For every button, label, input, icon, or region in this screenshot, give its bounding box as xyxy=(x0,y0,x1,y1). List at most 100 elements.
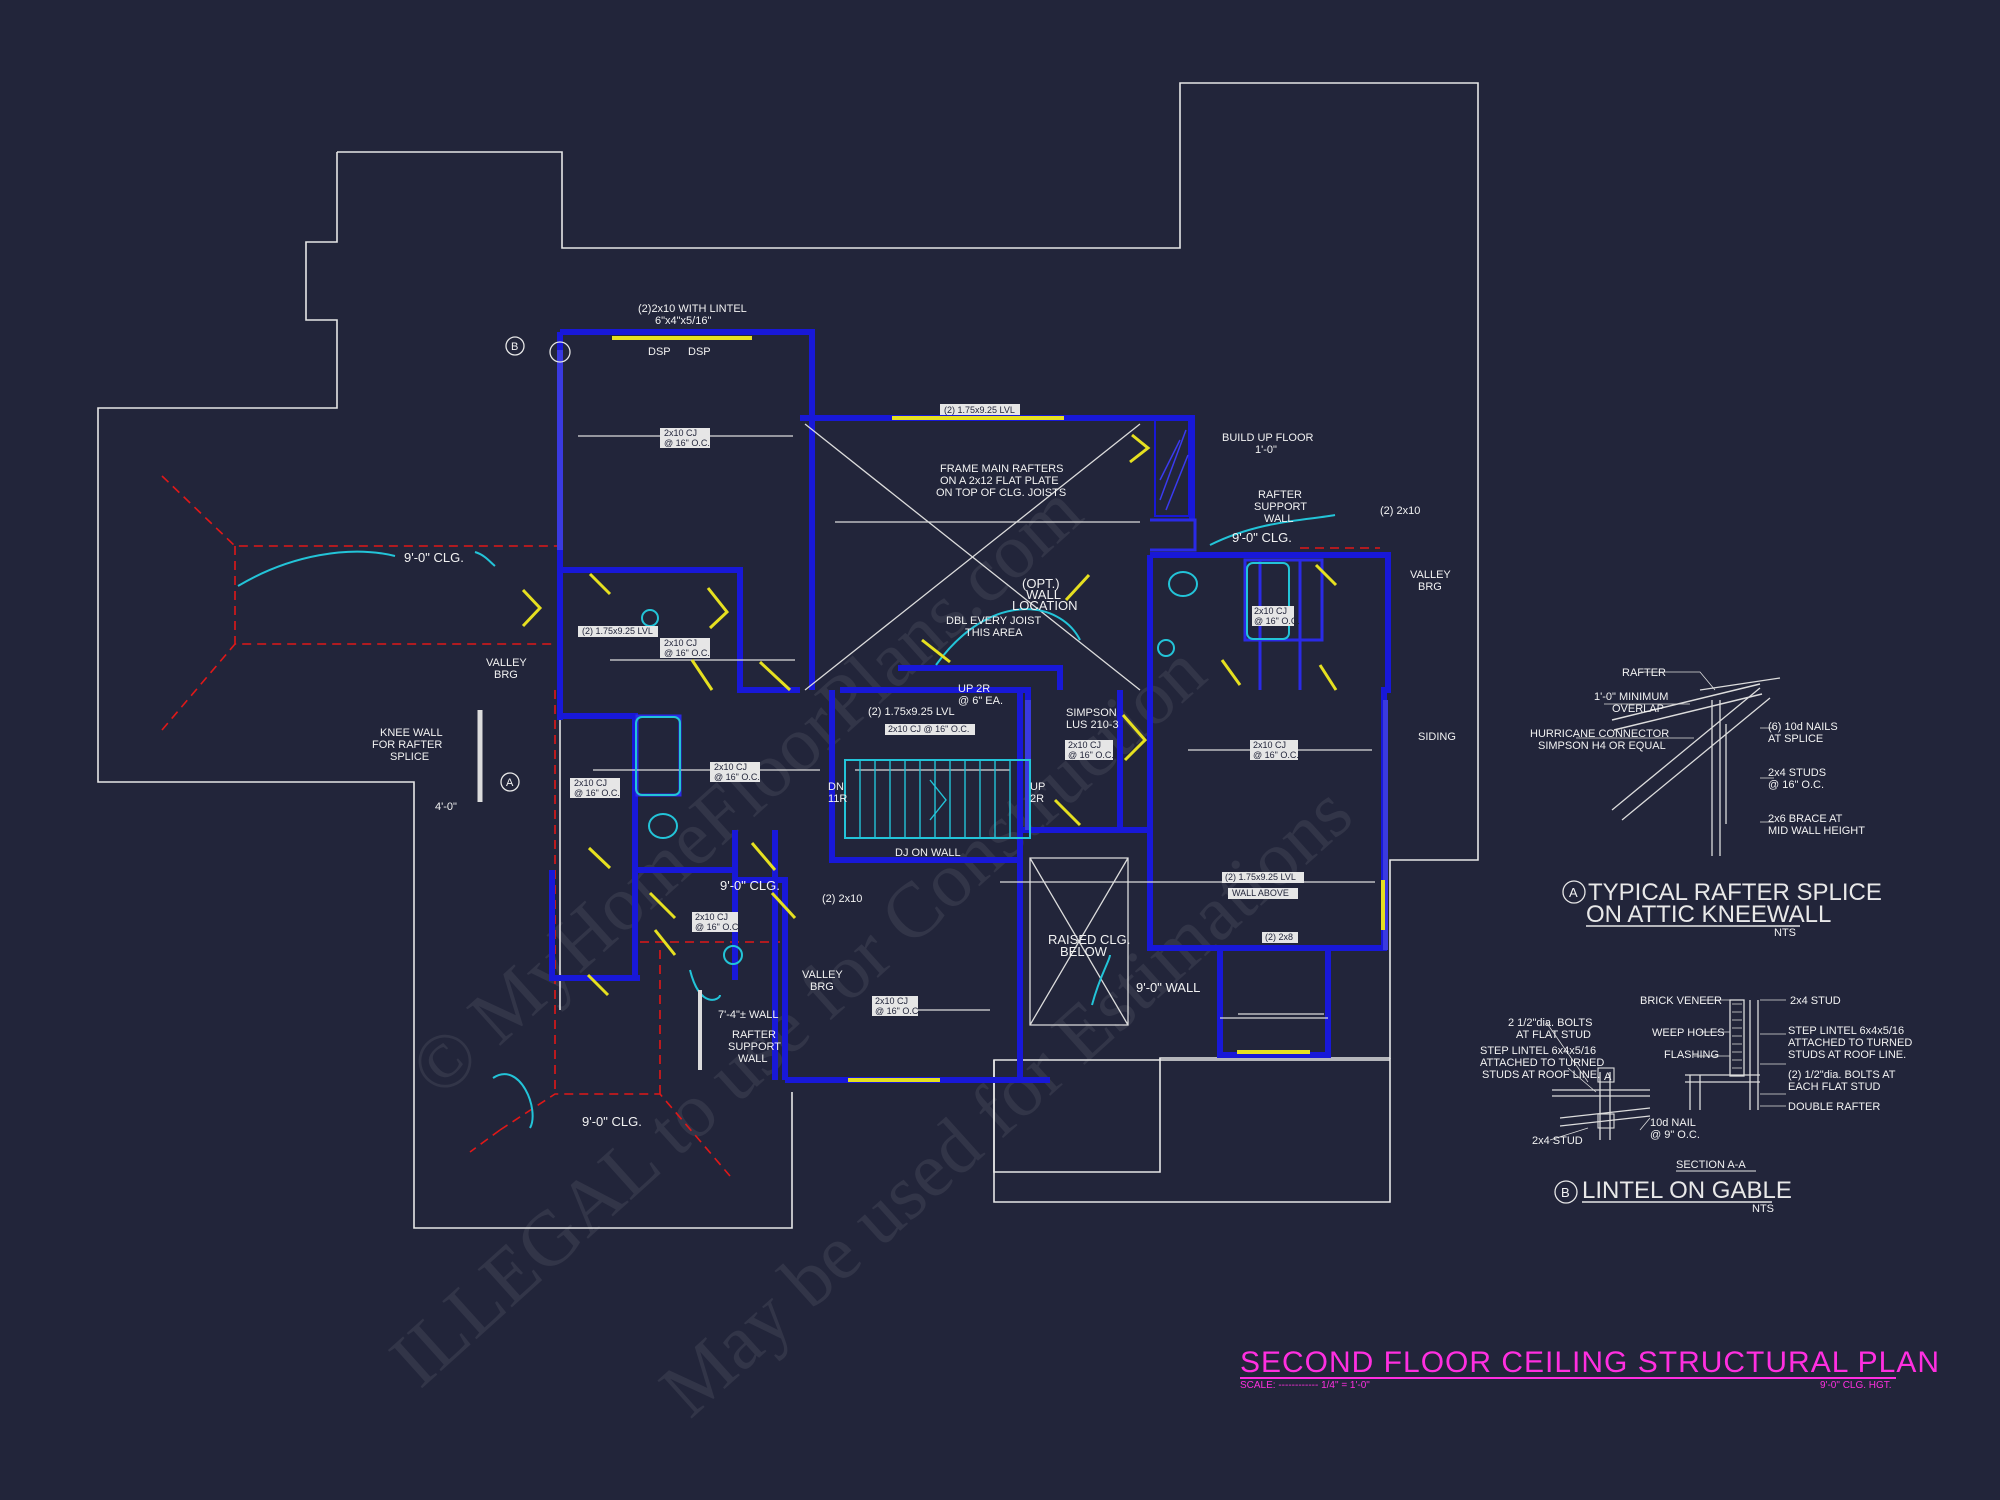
lintel-top-label-1: (2)2x10 WITH LINTEL xyxy=(638,303,747,315)
rafter-support-left-1: RAFTER xyxy=(732,1029,776,1041)
wall-7-4-label: 7'-4"± WALL xyxy=(718,1009,779,1021)
rafter-support-left-3: WALL xyxy=(738,1053,768,1065)
detail-b-step-lintel-l-1: STEP LINTEL 6x4x5/16 xyxy=(1480,1045,1596,1057)
raised-clg-label-2: BELOW xyxy=(1060,944,1108,959)
dimension-4ft: 4'-0" xyxy=(435,801,457,813)
svg-text:@ 16" O.C.: @ 16" O.C. xyxy=(695,922,741,932)
door-swings xyxy=(521,336,1385,1082)
detail-b-brick: BRICK VENEER xyxy=(1640,995,1722,1007)
valley-brg-left-1: VALLEY xyxy=(486,657,527,669)
frame-rafters-label-1: FRAME MAIN RAFTERS xyxy=(940,463,1063,475)
detail-a-studs-1: 2x4 STUDS xyxy=(1768,767,1826,779)
detail-a-brace-1: 2x6 BRACE AT xyxy=(1768,813,1843,825)
section-marker-a: A xyxy=(500,772,520,792)
svg-text:@ 16" O.C.: @ 16" O.C. xyxy=(1068,750,1114,760)
detail-b-title: LINTEL ON GABLE xyxy=(1582,1177,1792,1204)
two-2x10-right: (2) 2x10 xyxy=(1380,505,1420,517)
svg-text:@ 16" O.C.: @ 16" O.C. xyxy=(664,648,710,658)
ceiling-height-bottom: 9'-0" CLG. xyxy=(582,1114,642,1129)
detail-a-marker: A xyxy=(1569,885,1578,900)
stair-up-label: UP xyxy=(1030,781,1045,793)
detail-a-brace-2: MID WALL HEIGHT xyxy=(1768,825,1865,837)
detail-b-section-a: A xyxy=(1604,1071,1612,1083)
plan-callouts: (2)2x10 WITH LINTEL 6"x4"x5/16" DSP DSP … xyxy=(372,303,1456,1129)
svg-text:2x10 CJ: 2x10 CJ xyxy=(875,996,908,1006)
knee-wall-label-2: FOR RAFTER xyxy=(372,739,442,751)
ceiling-height-right: 9'-0" CLG. xyxy=(1232,530,1292,545)
svg-text:WALL ABOVE: WALL ABOVE xyxy=(1232,888,1289,898)
stair-dn-label: DN xyxy=(828,781,844,793)
detail-b-step-lintel-l-2: ATTACHED TO TURNED xyxy=(1480,1057,1604,1069)
stairs xyxy=(844,759,1031,839)
svg-text:@ 16" O.C.: @ 16" O.C. xyxy=(714,772,760,782)
dj-on-wall-label: DJ ON WALL xyxy=(895,847,961,859)
cj-label-top: 2x10 CJ @ 16" O.C. xyxy=(660,428,710,448)
ceiling-arrows xyxy=(237,514,1336,1129)
svg-text:2x10 CJ: 2x10 CJ xyxy=(664,428,697,438)
svg-text:@ 16" O.C.: @ 16" O.C. xyxy=(664,438,710,448)
detail-a-title-2: ON ATTIC KNEEWALL xyxy=(1586,901,1831,928)
svg-text:2x10 CJ @ 16" O.C.: 2x10 CJ @ 16" O.C. xyxy=(888,724,969,734)
detail-b-bolts-r-2: EACH FLAT STUD xyxy=(1788,1081,1881,1093)
rafter-support-right-3: WALL xyxy=(1264,513,1294,525)
cj-label-left-a: 2x10 CJ @ 16" O.C. xyxy=(660,638,710,658)
detail-b-double-rafter: DOUBLE RAFTER xyxy=(1788,1101,1880,1113)
plumbing-fixtures xyxy=(635,562,1290,965)
detail-a-studs-2: @ 16" O.C. xyxy=(1768,779,1824,791)
detail-b-section-label: SECTION A-A xyxy=(1676,1159,1746,1171)
cj-label-left-b: 2x10 CJ @ 16" O.C. xyxy=(570,778,620,798)
cj-label-mid-right: 2x10 CJ @ 16" O.C. xyxy=(1065,740,1114,760)
two-2x8-label: (2) 2x8 xyxy=(1262,932,1298,943)
detail-a-title-1: TYPICAL RAFTER SPLICE xyxy=(1588,879,1882,906)
frame-rafters-label-2: ON A 2x12 FLAT PLATE xyxy=(940,475,1059,487)
walls xyxy=(549,329,1391,1083)
detail-a-overlap-1: 1'-0" MINIMUM xyxy=(1594,691,1668,703)
opt-wall-label-3: LOCATION xyxy=(1012,598,1078,613)
opt-wall-label-2: WALL xyxy=(1026,587,1061,602)
rafter-support-right-1: RAFTER xyxy=(1258,489,1302,501)
valley-brg-right-1: VALLEY xyxy=(1410,569,1451,581)
svg-text:(2) 1.75x9.25 LVL: (2) 1.75x9.25 LVL xyxy=(944,405,1015,415)
cj-label-mid-small: 2x10 CJ @ 16" O.C. xyxy=(692,912,741,932)
knee-wall-label-1: KNEE WALL xyxy=(380,727,443,739)
lvl-stair-label: (2) 1.75x9.25 LVL xyxy=(868,706,955,718)
up-2r-label-2: @ 6" EA. xyxy=(958,695,1003,707)
detail-a-nts: NTS xyxy=(1774,927,1796,939)
detail-b-bolts-l-1: 2 1/2"dia. BOLTS xyxy=(1508,1017,1592,1029)
cj-label-left-c: 2x10 CJ @ 16" O.C. xyxy=(710,762,760,782)
stair-dn-risers: 11R xyxy=(828,793,847,805)
svg-text:2x10 CJ: 2x10 CJ xyxy=(1068,740,1101,750)
detail-b-marker: B xyxy=(1561,1185,1570,1200)
cj-label-right-b: 2x10 CJ @ 16" O.C. xyxy=(1250,740,1299,760)
simpson-label-2: LUS 210-3 xyxy=(1066,719,1119,731)
dbl-joist-label-1: DBL EVERY JOIST xyxy=(946,615,1041,627)
beam-labels: 2x10 CJ @ 16" O.C. (2) 1.75x9.25 LVL 2x1… xyxy=(570,404,1304,1016)
dsp-label-1: DSP xyxy=(648,346,671,358)
detail-b-lintel-gable: BRICK VENEER WEEP HOLES FLASHING 2x4 STU… xyxy=(1480,995,1912,1215)
detail-a-rafter: RAFTER xyxy=(1622,667,1666,679)
svg-text:2x10 CJ: 2x10 CJ xyxy=(695,912,728,922)
wall-9-label: 9'-0" WALL xyxy=(1136,980,1200,995)
up-2r-label-1: UP 2R xyxy=(958,683,990,695)
valley-brg-right-2: BRG xyxy=(1418,581,1442,593)
plan-scale: SCALE: ------------ 1/4" = 1'-0" xyxy=(1240,1380,1370,1391)
plan-title: SECOND FLOOR CEILING STRUCTURAL PLAN xyxy=(1240,1346,1940,1379)
detail-b-nail-2: @ 9" O.C. xyxy=(1650,1129,1700,1141)
svg-text:@ 16" O.C.: @ 16" O.C. xyxy=(1253,750,1299,760)
valley-brg-mid-1: VALLEY xyxy=(802,969,843,981)
section-marker-b: B xyxy=(505,336,571,363)
wall-above-label: WALL ABOVE xyxy=(1228,888,1298,899)
detail-b-nts: NTS xyxy=(1752,1203,1774,1215)
svg-text:@ 16" O.C.: @ 16" O.C. xyxy=(875,1006,921,1016)
detail-a-nails-1: (6) 10d NAILS xyxy=(1768,721,1838,733)
raised-clg-label-1: RAISED CLG. xyxy=(1048,932,1130,947)
svg-text:2x10 CJ: 2x10 CJ xyxy=(664,638,697,648)
lintel-top-label-2: 6"x4"x5/16" xyxy=(655,315,711,327)
svg-text:B: B xyxy=(511,341,518,353)
svg-text:@ 16" O.C.: @ 16" O.C. xyxy=(574,788,620,798)
svg-text:2x10 CJ: 2x10 CJ xyxy=(574,778,607,788)
plan-ceiling-height: 9'-0" CLG. HGT. xyxy=(1820,1380,1892,1391)
plan-title-block: SECOND FLOOR CEILING STRUCTURAL PLAN SCA… xyxy=(1240,1346,1940,1391)
opt-wall-label-1: (OPT.) xyxy=(1022,576,1060,591)
